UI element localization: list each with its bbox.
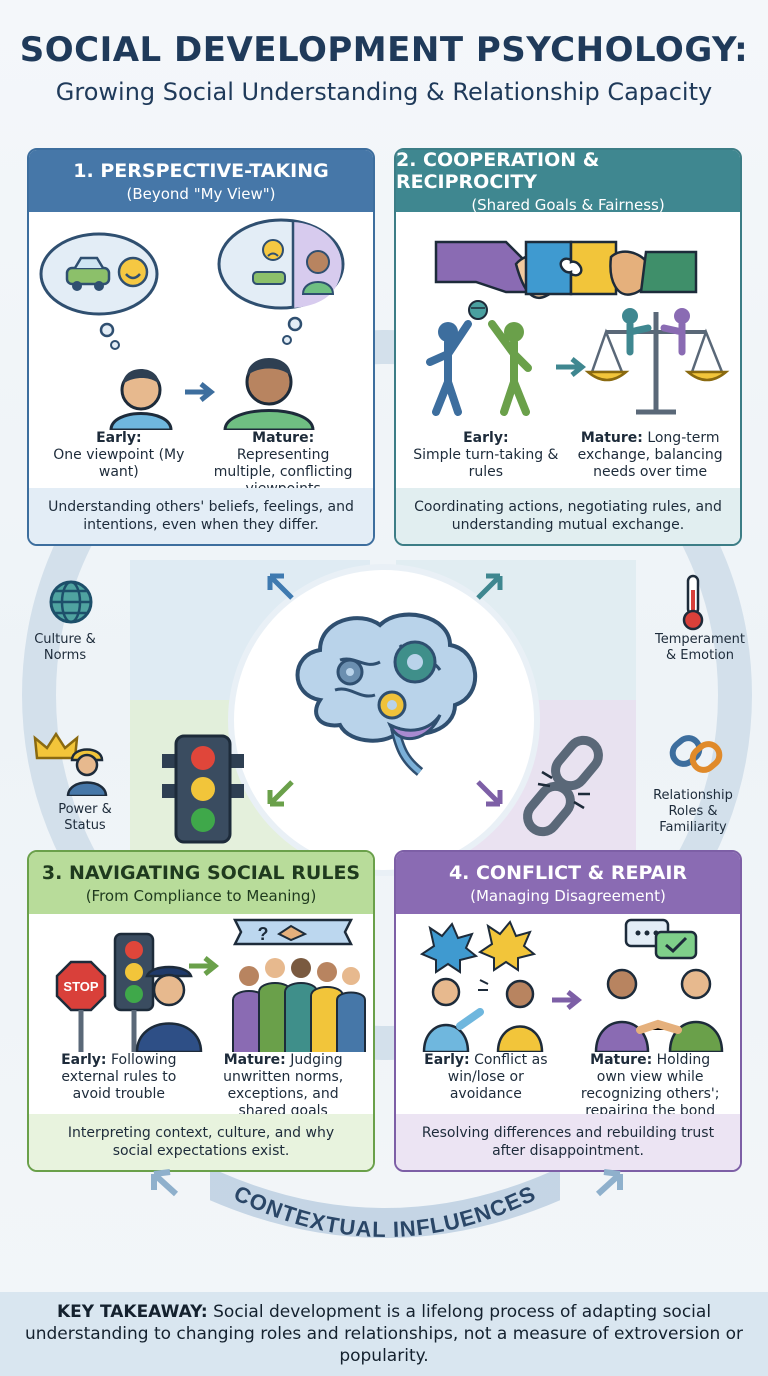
arrow-to-cooperation-icon [476, 573, 503, 600]
broken-chain-icon [523, 735, 603, 837]
rules-mature-label: Mature: [223, 1052, 286, 1068]
card-cooperation: 2. COOPERATION & RECIPROCITY (Shared Goa… [394, 148, 742, 546]
key-takeaway-label: KEY TAKEAWAY: [56, 1302, 208, 1322]
relationship-roles-label: Relationship Roles & Familiarity [653, 788, 733, 835]
card-cooperation-header: 2. COOPERATION & RECIPROCITY (Shared Goa… [396, 148, 740, 214]
child-icon [109, 369, 173, 430]
card-cooperation-stages: Early:Simple turn-taking & rules Mature:… [396, 430, 740, 481]
arrow-to-conflict-icon [476, 780, 503, 807]
agreement-speech-bubbles-icon [624, 918, 698, 960]
conflict-early-label: Early: [424, 1052, 470, 1068]
card-rules-title: 3. NAVIGATING SOCIAL RULES [41, 861, 361, 884]
cooperation-early-label: Early: [463, 430, 509, 446]
card-perspective-header: 1. PERSPECTIVE-TAKING (Beyond "My View") [29, 150, 373, 212]
question-handshake-banner-icon: ? [232, 918, 354, 946]
stop-sign-icon: STOP [55, 960, 107, 1052]
group-of-people-icon [232, 958, 366, 1052]
card-conflict-subtitle: (Managing Disagreement) [470, 886, 666, 905]
cooperation-mature-text: Long-term exchange, balancing needs over… [577, 430, 723, 480]
cooperation-mature-label: Mature: [580, 430, 643, 446]
power-status-label: Power & Status [58, 802, 112, 833]
handshake-people-icon [594, 968, 724, 1052]
arguing-people-icon [422, 977, 544, 1052]
traffic-light-icon [162, 734, 244, 844]
adult-icon [223, 358, 315, 430]
chain-link-icon [669, 735, 723, 773]
page-subtitle: Growing Social Understanding & Relations… [55, 78, 713, 106]
perspective-early-label: Early: [96, 430, 142, 446]
card-rules-summary: Interpreting context, culture, and why s… [29, 1114, 373, 1170]
card-perspective-illustration [29, 212, 373, 430]
culture-norms-label: Culture & Norms [34, 632, 96, 663]
rules-early-label: Early: [61, 1052, 107, 1068]
card-perspective-summary: Understanding others' beliefs, feelings,… [29, 488, 373, 544]
card-rules-subtitle: (From Compliance to Meaning) [85, 886, 317, 905]
rules-early-text: Following external rules to avoid troubl… [61, 1052, 177, 1102]
card-rules-stages: Early: Following external rules to avoid… [29, 1052, 373, 1120]
contextual-influences-arc: CONTEXTUAL INFLUENCES [210, 1172, 560, 1242]
progress-arrow-icon [185, 382, 216, 402]
progress-arrow-icon [552, 990, 583, 1010]
cooperation-early-text: Simple turn-taking & rules [413, 447, 559, 480]
card-cooperation-title: 2. COOPERATION & RECIPROCITY [396, 148, 600, 193]
card-conflict-repair: 4. CONFLICT & REPAIR (Managing Disagreem… [394, 850, 742, 1172]
card-cooperation-illustration [396, 212, 740, 430]
banner-question-mark: ? [258, 924, 269, 944]
card-conflict-header: 4. CONFLICT & REPAIR (Managing Disagreem… [396, 852, 740, 914]
card-perspective-subtitle: (Beyond "My View") [126, 184, 276, 203]
card-social-rules: 3. NAVIGATING SOCIAL RULES (From Complia… [27, 850, 375, 1172]
page-title: SOCIAL DEVELOPMENT PSYCHOLOGY: [19, 30, 749, 70]
puzzle-handshake-icon [434, 240, 698, 299]
temperament-emotion-label: Temperament & Emotion [655, 632, 745, 663]
arrow-to-perspective-icon [267, 573, 294, 600]
perspective-early-text: One viewpoint (My want) [53, 447, 185, 480]
key-takeaway-banner: KEY TAKEAWAY: Social development is a li… [0, 1292, 768, 1376]
card-rules-illustration: STOP ? [29, 914, 373, 1052]
card-cooperation-subtitle: (Shared Goals & Fairness) [471, 195, 665, 214]
card-perspective-taking: 1. PERSPECTIVE-TAKING (Beyond "My View") [27, 148, 375, 546]
card-cooperation-summary: Coordinating actions, negotiating rules,… [396, 488, 740, 544]
card-conflict-summary: Resolving differences and rebuilding tru… [396, 1114, 740, 1170]
card-rules-header: 3. NAVIGATING SOCIAL RULES (From Complia… [29, 852, 373, 914]
perspective-mature-label: Mature: [252, 430, 315, 446]
card-perspective-title: 1. PERSPECTIVE-TAKING [73, 159, 329, 182]
thought-bubble-icon [39, 232, 159, 350]
card-conflict-illustration [396, 914, 740, 1052]
split-thought-bubble-icon [217, 218, 345, 345]
brain-icon [295, 612, 478, 776]
card-conflict-stages: Early: Conflict as win/lose or avoidance… [396, 1052, 740, 1120]
police-officer-icon [135, 965, 203, 1052]
children-playing-ball-icon [426, 300, 532, 416]
thermometer-icon [682, 574, 704, 631]
progress-arrow-icon [189, 956, 220, 976]
key-takeaway-text: Social development is a lifelong process… [24, 1302, 744, 1366]
worker-icon [66, 748, 108, 796]
globe-icon [49, 580, 93, 624]
conflict-early-text: Conflict as win/lose or avoidance [447, 1052, 548, 1102]
arc-arrow-left-icon [151, 1169, 179, 1197]
card-conflict-title: 4. CONFLICT & REPAIR [448, 861, 688, 884]
balance-scale-icon [584, 308, 730, 415]
angry-speech-bubbles-icon [419, 920, 537, 974]
arc-arrow-right-icon [595, 1169, 623, 1197]
arrow-to-rules-icon [267, 780, 294, 807]
progress-arrow-icon [556, 357, 587, 377]
conflict-mature-label: Mature: [590, 1052, 653, 1068]
stop-sign-text: STOP [63, 979, 98, 994]
